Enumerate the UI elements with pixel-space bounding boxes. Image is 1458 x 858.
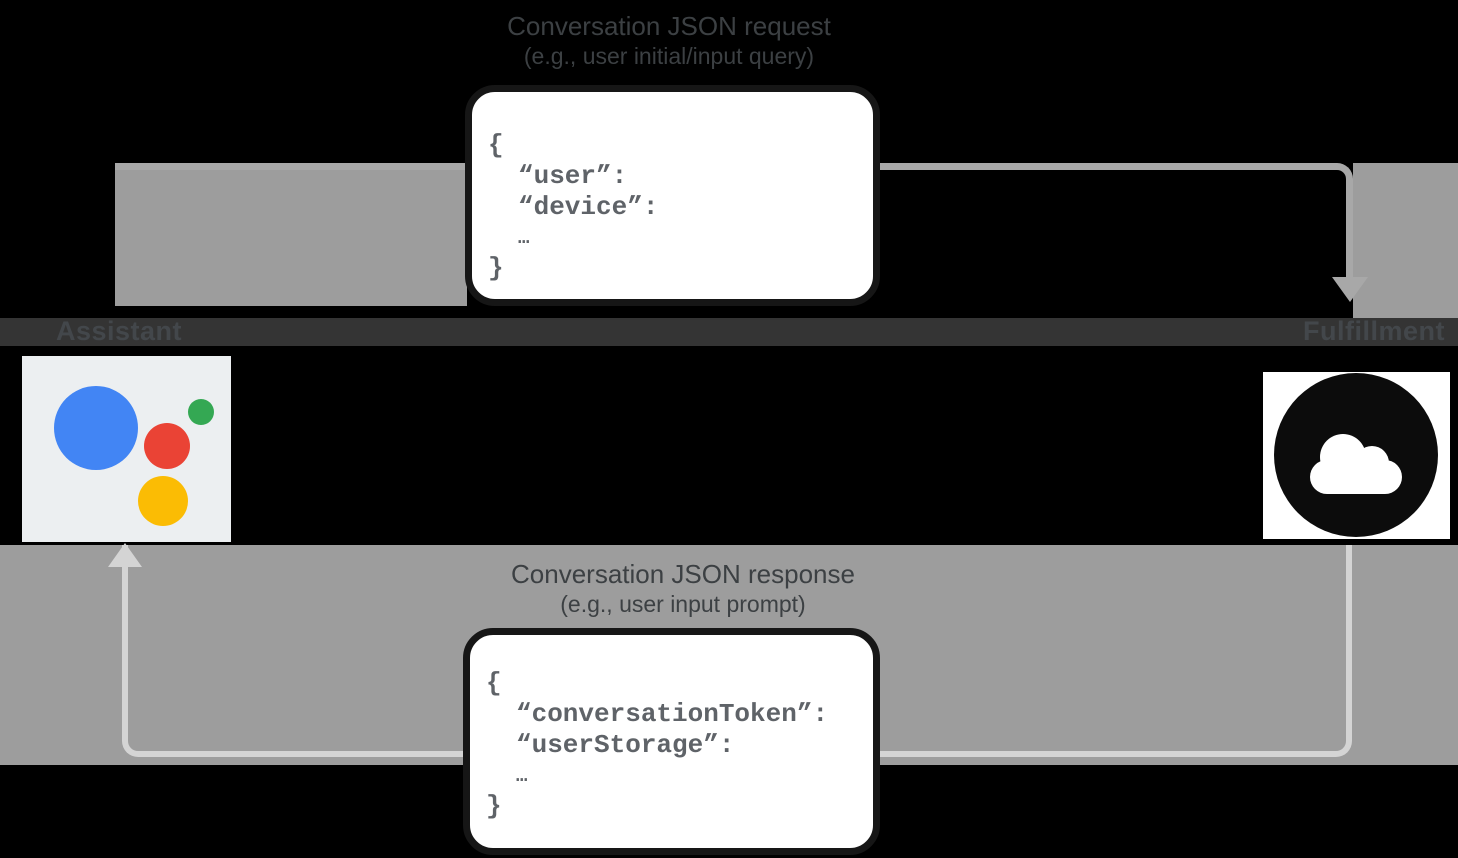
code-line: “userStorage”: (516, 730, 735, 760)
assistant-yellow-dot-icon (138, 476, 188, 526)
request-json-box: { “user”: “device”: … } (465, 85, 880, 306)
cloud-icon (1274, 373, 1438, 537)
request-title: Conversation JSON request (e.g., user in… (339, 10, 999, 70)
code-line: } (486, 791, 502, 821)
fulfillment-tile (1263, 372, 1450, 539)
request-arrowhead-icon (1332, 277, 1368, 302)
fulfillment-label: Fulfillment (1303, 316, 1445, 346)
cloud-base (1310, 460, 1402, 494)
code-line: “conversationToken”: (516, 699, 829, 729)
response-json-box: { “conversationToken”: “userStorage”: … … (463, 628, 880, 855)
response-title: Conversation JSON response (e.g., user i… (353, 558, 1013, 618)
gray-slab-top-left (115, 163, 467, 306)
code-line: “user”: (518, 161, 628, 191)
request-title-line2: (e.g., user initial/input query) (523, 43, 815, 69)
gray-slab-top-right (1353, 163, 1458, 320)
code-line: … (518, 227, 530, 249)
assistant-label: Assistant (56, 316, 183, 346)
assistant-blue-dot-icon (54, 386, 138, 470)
response-arrowhead-icon (108, 543, 142, 567)
response-title-line1: Conversation JSON response (511, 559, 855, 589)
code-line: “device”: (518, 192, 659, 222)
request-title-line1: Conversation JSON request (507, 11, 831, 41)
code-line: { (488, 130, 504, 160)
assistant-tile (22, 356, 231, 542)
assistant-red-dot-icon (144, 423, 190, 469)
code-line: … (516, 765, 528, 787)
assistant-green-dot-icon (188, 399, 214, 425)
code-line: } (488, 253, 504, 283)
code-line: { (486, 668, 502, 698)
actor-band (0, 318, 1458, 346)
response-title-line2: (e.g., user input prompt) (560, 591, 806, 617)
